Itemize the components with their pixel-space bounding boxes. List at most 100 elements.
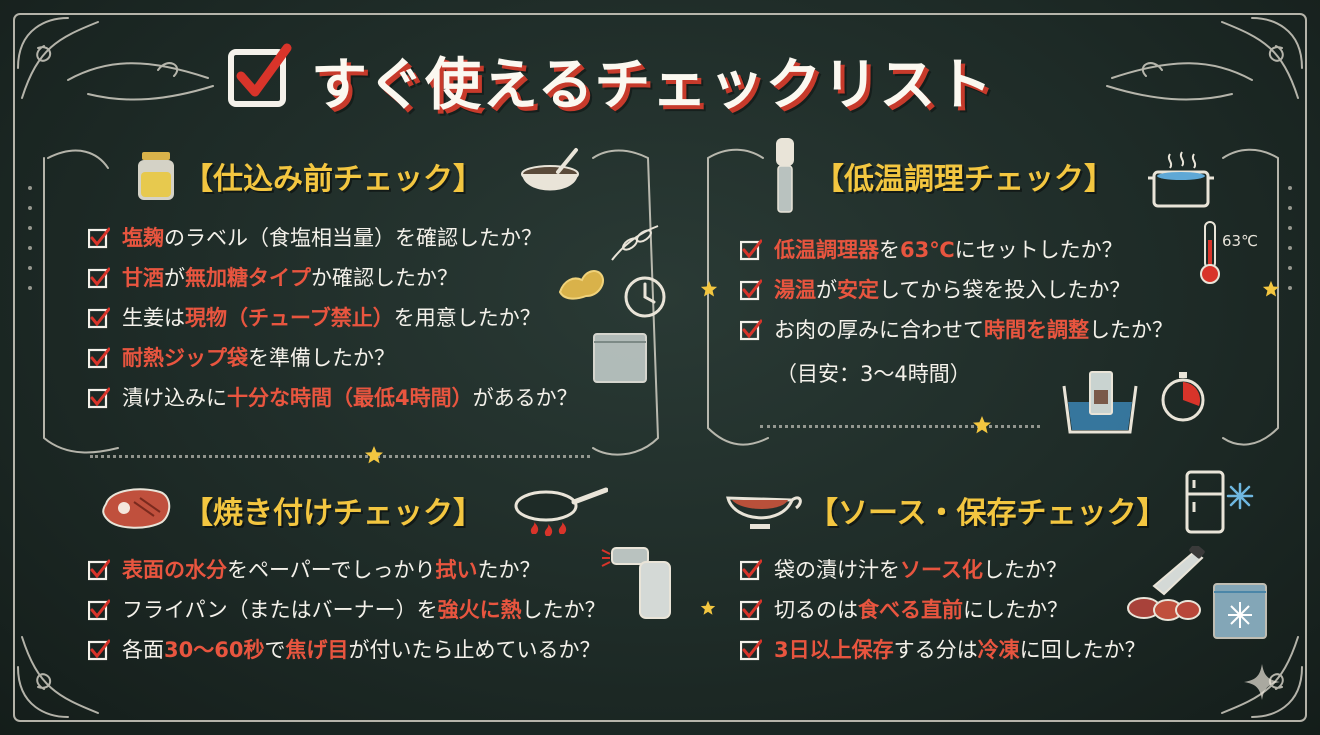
checklist-item-text: 各面30〜60秒で焦げ目が付いたら止めているか？ <box>122 630 600 670</box>
zip-bag-icon <box>593 333 647 383</box>
checklist-item-text: 耐熱ジップ袋を準備したか？ <box>122 338 395 378</box>
knife-meat-icon <box>1127 546 1205 621</box>
frozen-bag-icon <box>1213 583 1267 639</box>
checklist-item[interactable]: 耐熱ジップ袋を準備したか？ <box>88 338 628 378</box>
checklist-item[interactable]: 表面の水分をペーパーでしっかり拭いたか？ <box>88 550 648 590</box>
pot-icon <box>1148 151 1214 208</box>
highlight-text: 食べる直前 <box>858 598 963 622</box>
highlight-text: 63℃ <box>900 238 955 262</box>
checklist-item-text: 表面の水分をペーパーでしっかり拭いたか？ <box>122 550 541 590</box>
highlight-text: 十分な時間（最低4時間） <box>227 386 473 410</box>
highlight-text: 時間を調整 <box>984 318 1089 342</box>
section-heading-sauce-storage: 【ソース・保存チェック】 <box>808 496 1167 531</box>
fridge-icon <box>1185 470 1225 534</box>
checkbox-icon <box>740 639 762 661</box>
checkbox-icon <box>228 43 292 107</box>
checklist-item[interactable]: お肉の厚みに合わせて時間を調整したか？ <box>740 310 1260 350</box>
checkbox-icon <box>88 559 110 581</box>
highlight-text: 強火に熱 <box>437 598 522 622</box>
star-icon <box>1262 280 1280 297</box>
torch-icon <box>601 547 671 619</box>
checklist-item-text: 生姜は現物（チューブ禁止）を用意したか？ <box>122 298 541 338</box>
item-text-segment: 各面 <box>122 638 164 662</box>
herb-icon <box>611 225 659 261</box>
timer-icon <box>1161 372 1205 422</box>
highlight-text: 表面の水分 <box>122 558 227 582</box>
item-text-segment: にセットしたか？ <box>954 238 1123 262</box>
highlight-text: 安定 <box>837 278 879 302</box>
highlight-text: 湯温 <box>774 278 816 302</box>
ginger-icon <box>558 270 604 300</box>
checklist-item-text: お肉の厚みに合わせて時間を調整したか？ <box>774 310 1173 350</box>
highlight-text: 耐熱ジップ袋 <box>122 346 248 370</box>
section-heading-sous-vide: 【低温調理チェック】 <box>814 162 1114 197</box>
checklist-prep: 塩麹のラベル（食塩相当量）を確認したか？ 甘酒が無加糖タイプか確認したか？ 生姜… <box>88 218 628 418</box>
divider-dotted <box>90 455 590 458</box>
item-text-segment: か確認したか？ <box>311 266 458 290</box>
jar-icon <box>138 152 174 200</box>
item-text-segment: が <box>816 278 837 302</box>
sous-vide-icon <box>776 138 794 213</box>
highlight-text: 焦げ目 <box>285 638 349 662</box>
checklist-item[interactable]: 切るのは食べる直前にしたか？ <box>740 590 1260 630</box>
steak-icon <box>102 488 171 529</box>
checklist-item[interactable]: 各面30〜60秒で焦げ目が付いたら止めているか？ <box>88 630 648 670</box>
item-text-segment: たか？ <box>477 558 541 582</box>
clock-icon <box>624 276 666 318</box>
temperature-label: 63℃ <box>1222 232 1258 250</box>
checkbox-icon <box>88 347 110 369</box>
item-text-segment: を <box>879 238 900 262</box>
item-text-segment: にしたか？ <box>963 598 1068 622</box>
checklist-item[interactable]: 塩麹のラベル（食塩相当量）を確認したか？ <box>88 218 628 258</box>
item-text-segment: を用意したか？ <box>393 306 541 330</box>
page-title: すぐ使えるチェックリスト <box>311 53 994 118</box>
star-icon <box>700 280 718 297</box>
checkbox-icon <box>740 279 762 301</box>
item-text-segment: する分は <box>893 638 978 662</box>
checklist-item-text: 湯温が安定してから袋を投入したか？ <box>774 270 1130 310</box>
checkbox-icon <box>88 639 110 661</box>
checkbox-icon <box>88 387 110 409</box>
gravy-boat-icon <box>726 496 802 529</box>
checkbox-icon <box>740 239 762 261</box>
item-text-segment: したか？ <box>982 558 1067 582</box>
checklist-item-text: 漬け込みに十分な時間（最低4時間）があるか？ <box>122 378 578 418</box>
divider-dotted <box>760 425 1040 428</box>
highlight-text: 無加糖タイプ <box>185 266 311 290</box>
item-text-segment: が付いたら止めているか？ <box>348 638 601 662</box>
water-bath-icon <box>1062 371 1138 434</box>
star-icon <box>973 416 991 434</box>
snowflake-icon <box>1226 482 1254 510</box>
checklist-item-text: 低温調理器を63℃にセットしたか？ <box>774 230 1123 270</box>
checklist-item[interactable]: 甘酒が無加糖タイプか確認したか？ <box>88 258 628 298</box>
item-text-segment: 漬け込みに <box>122 386 227 410</box>
checklist-item[interactable]: 低温調理器を63℃にセットしたか？ <box>740 230 1260 270</box>
item-text-segment: に回したか？ <box>1019 638 1146 662</box>
highlight-text: 3日以上保存 <box>774 638 894 662</box>
highlight-text: 低温調理器 <box>774 238 879 262</box>
checklist-item[interactable]: 袋の漬け汁をソース化したか？ <box>740 550 1260 590</box>
item-text-segment: したか？ <box>521 598 606 622</box>
checkbox-icon <box>88 599 110 621</box>
item-text-segment: のラベル（食塩相当量）を確認したか？ <box>164 226 542 250</box>
checklist-item[interactable]: 湯温が安定してから袋を投入したか？ <box>740 270 1260 310</box>
star-icon <box>365 446 383 464</box>
checkbox-icon <box>88 307 110 329</box>
item-text-segment: 袋の漬け汁を <box>774 558 900 582</box>
thermometer-icon <box>1200 221 1220 284</box>
item-text-segment: してから袋を投入したか？ <box>879 278 1131 302</box>
checklist-item[interactable]: 漬け込みに十分な時間（最低4時間）があるか？ <box>88 378 628 418</box>
highlight-text: 30〜60秒 <box>164 638 265 662</box>
highlight-text: 現物（チューブ禁止） <box>185 306 394 330</box>
item-text-segment: フライパン（またはバーナー）を <box>122 598 438 622</box>
item-text-segment: をペーパーでしっかり <box>227 558 436 582</box>
checklist-item[interactable]: 生姜は現物（チューブ禁止）を用意したか？ <box>88 298 628 338</box>
section-heading-searing: 【焼き付けチェック】 <box>183 496 483 531</box>
checklist-item[interactable]: フライパン（またはバーナー）を強火に熱したか？ <box>88 590 648 630</box>
checkbox-icon <box>88 267 110 289</box>
checkbox-icon <box>88 227 110 249</box>
item-text-segment: お肉の厚みに合わせて <box>774 318 984 342</box>
item-text-segment: を準備したか？ <box>248 346 395 370</box>
checklist-item[interactable]: 3日以上保存する分は冷凍に回したか？ <box>740 630 1260 670</box>
